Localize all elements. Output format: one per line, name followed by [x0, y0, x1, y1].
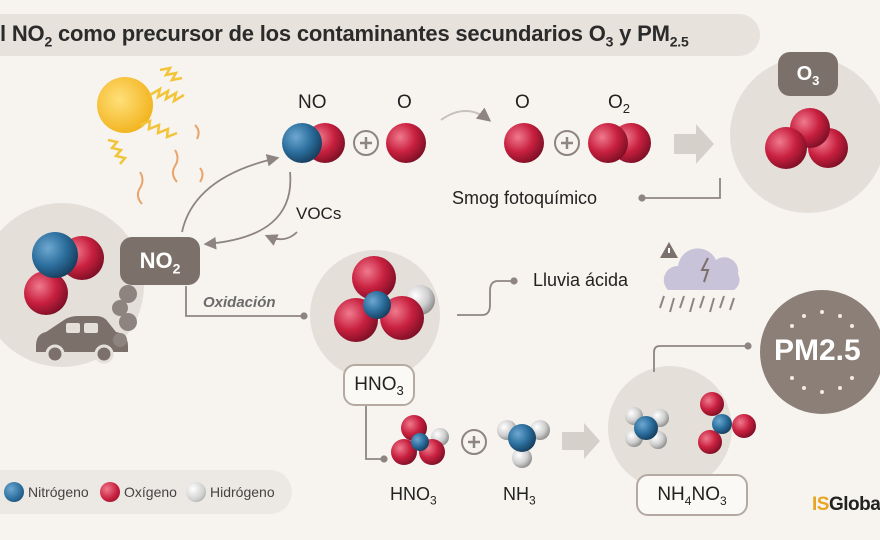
sun-icon: [97, 66, 185, 165]
no-label: NO: [298, 92, 327, 113]
to-nh4no3-arrow: [562, 423, 600, 459]
smog-label: Smog fotoquímico: [452, 188, 598, 208]
storm-cloud-icon: [659, 242, 740, 313]
to-o3-arrow: [674, 124, 714, 164]
nh4no3-circle: [608, 366, 732, 490]
o-right-label: O: [515, 92, 530, 113]
oxidation-arrow: [185, 286, 308, 320]
nh4no3-box: NH4NO3: [636, 474, 748, 516]
legend-oxygen: Oxígeno: [124, 484, 177, 500]
no2-to-no-arrow: [181, 154, 280, 233]
hno3-molecule: [334, 256, 435, 342]
no-molecule: [282, 123, 345, 163]
o-transfer-arrow: [440, 107, 492, 122]
diagram-title: l NO2 como precursor de los contaminante…: [0, 21, 689, 50]
o2-label: O2: [608, 92, 631, 116]
title-banner: [0, 14, 760, 56]
plus-icon-2: [554, 130, 580, 156]
isglobal-logo: ISGlobal: [812, 494, 880, 515]
oxidation-label: Oxidación: [203, 294, 276, 311]
no2-molecule: [24, 232, 104, 315]
o-atom-right: [504, 123, 544, 163]
acid-rain-arrow: [457, 277, 518, 316]
pm25-circle: [760, 290, 880, 414]
no3-molecule: [698, 392, 756, 454]
nh3-molecule: [497, 420, 550, 468]
oxygen-swatch: [100, 482, 120, 502]
no2-chip: NO2: [120, 237, 200, 285]
o-label: O: [397, 92, 412, 113]
o-atom: [386, 123, 426, 163]
legend: [0, 470, 292, 514]
hno3-small-molecule: [391, 415, 449, 465]
nh4-molecule: [625, 407, 669, 449]
o3-molecule: [765, 108, 848, 169]
vocs-label: VOCs: [296, 204, 342, 223]
vocs-arrow: [264, 231, 298, 246]
smoke-icon: [112, 285, 137, 347]
smog-arrow: [638, 178, 721, 202]
reflected-light-icon: [136, 124, 204, 205]
legend-nitrogen: Nitrógeno: [28, 484, 89, 500]
o3-chip: O3: [778, 52, 838, 96]
o2-molecule: [588, 123, 651, 163]
car-icon: [36, 316, 128, 364]
hno3-bottom-label: HNO3: [390, 484, 437, 508]
hno3-box: HNO3: [343, 364, 415, 406]
nh3-label: NH3: [503, 484, 536, 508]
plus-icon: [353, 130, 379, 156]
hno3-down-arrow: [365, 404, 388, 463]
hydrogen-swatch: [186, 482, 206, 502]
legend-hydrogen: Hidrógeno: [210, 484, 275, 500]
plus-icon-3: [461, 429, 487, 455]
pm25-label: PM2.5: [774, 334, 861, 367]
particle-dots-icon: [790, 310, 854, 394]
to-pm25-arrow: [653, 342, 752, 372]
acid-rain-label: Lluvia ácida: [533, 270, 629, 290]
nitrogen-swatch: [4, 482, 24, 502]
no-to-no2-arrow: [203, 171, 292, 250]
